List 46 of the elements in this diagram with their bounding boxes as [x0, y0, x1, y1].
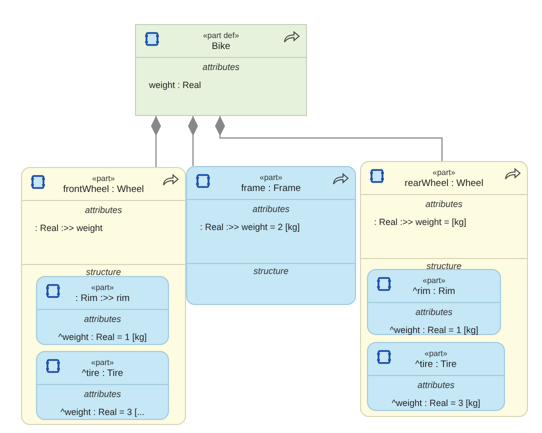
part-box	[36, 351, 169, 420]
compartment-title: attributes	[252, 204, 290, 215]
stereotype: «part»	[424, 348, 448, 358]
stereotype: «part»	[91, 282, 114, 292]
compartment-title: attributes	[84, 205, 122, 216]
part-name: frame : Frame	[241, 182, 301, 194]
composition-line	[151, 116, 161, 167]
attribute: : Real :>> weight = 2 [kg]	[200, 222, 300, 233]
part-name: Bike	[212, 40, 230, 52]
part-name: ^tire : Tire	[415, 358, 457, 370]
stereotype: «part»	[91, 356, 114, 368]
part-box	[21, 167, 186, 425]
stereotype: «part»	[422, 274, 446, 286]
part-name: rearWheel : Wheel	[404, 178, 484, 190]
compartment-title: structure	[253, 266, 288, 276]
part-name: ^tire : Tire	[82, 368, 124, 380]
stereotype: «part»	[260, 172, 282, 182]
stereotype: «part»	[92, 172, 115, 184]
stereotype: «part»	[432, 166, 456, 178]
part-box	[36, 276, 169, 345]
part-box	[186, 166, 356, 305]
compartment-title: attributes	[425, 199, 463, 210]
compartment-title: attributes	[415, 307, 453, 318]
compartment-title: attributes	[84, 314, 122, 325]
part-name: : Rim :>> rim	[75, 292, 130, 304]
attribute: weight : Real	[149, 80, 202, 91]
compartment-title: structure	[86, 267, 121, 277]
part-name: frontWheel : Wheel	[63, 184, 144, 196]
attribute: : Real :>> weight = [kg]	[374, 217, 466, 228]
stereotype: «part def»	[202, 30, 240, 40]
attribute: ^weight : Real = 3 [...	[60, 407, 144, 418]
part-box	[367, 269, 501, 335]
part-box	[360, 161, 528, 417]
composition-line	[215, 116, 443, 161]
attribute: : Real :>> weight	[35, 223, 103, 234]
compartment-title: structure	[426, 261, 462, 271]
part-box	[135, 24, 307, 116]
attribute: ^weight : Real = 1 [kg]	[390, 325, 478, 336]
attribute: ^weight : Real = 1 [kg]	[58, 332, 147, 343]
part-box	[367, 342, 505, 411]
part-name: ^rim : Rim	[412, 286, 456, 298]
compartment-title: attributes	[84, 389, 122, 400]
attribute: ^weight : Real = 3 [kg]	[392, 398, 480, 409]
composition-line	[188, 116, 198, 166]
compartment-title: attributes	[202, 62, 240, 73]
compartment-title: attributes	[417, 380, 455, 391]
